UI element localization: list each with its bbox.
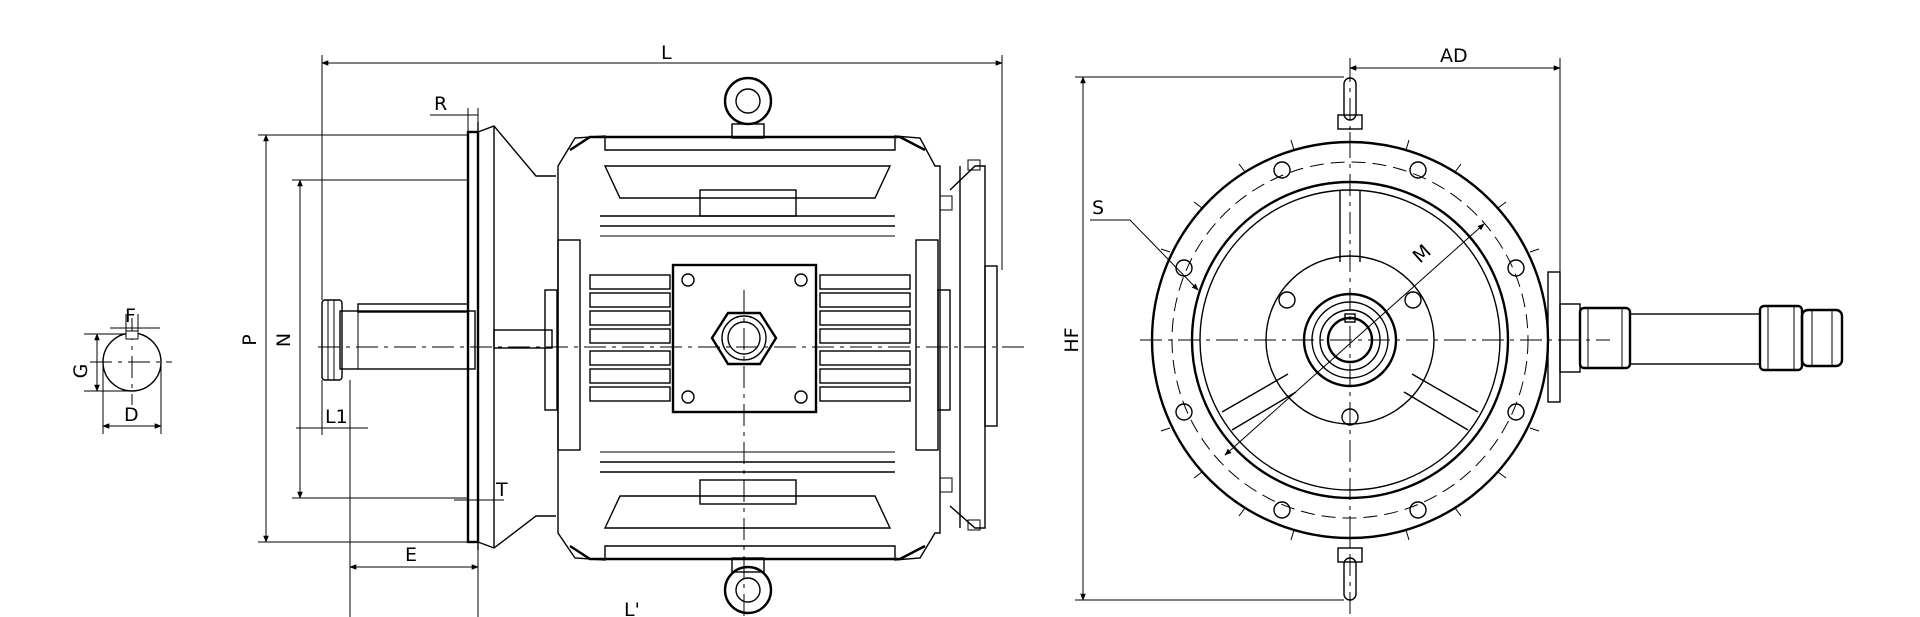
lifting-eye-top <box>723 76 773 139</box>
dim-label-L1: L1 <box>325 406 348 428</box>
dim-label-G: G <box>70 364 92 379</box>
dim-label-partial: L' <box>624 599 640 617</box>
dim-label-S: S <box>1092 197 1104 219</box>
dim-label-HF: HF <box>1061 327 1083 352</box>
dim-label-T: T <box>495 479 508 501</box>
dim-label-L: L <box>661 42 672 64</box>
dim-label-P: P <box>239 334 261 345</box>
dim-label-E: E <box>405 544 417 566</box>
dim-label-R: R <box>434 93 447 115</box>
dim-label-AD: AD <box>1440 45 1468 67</box>
dim-label-N: N <box>273 333 295 347</box>
dim-label-M: M <box>1409 240 1436 267</box>
dim-label-F: F <box>125 305 136 327</box>
shaft-section-view <box>84 314 172 434</box>
flange-bolt-holes <box>1175 161 1525 519</box>
cable-gland <box>1547 271 1844 403</box>
lifting-eye-bottom <box>723 557 773 615</box>
motor-side-view <box>258 55 1025 617</box>
cooling-fins <box>589 274 911 402</box>
motor-front-view <box>1075 58 1844 617</box>
dim-label-D: D <box>124 404 139 426</box>
terminal-box <box>671 263 818 617</box>
